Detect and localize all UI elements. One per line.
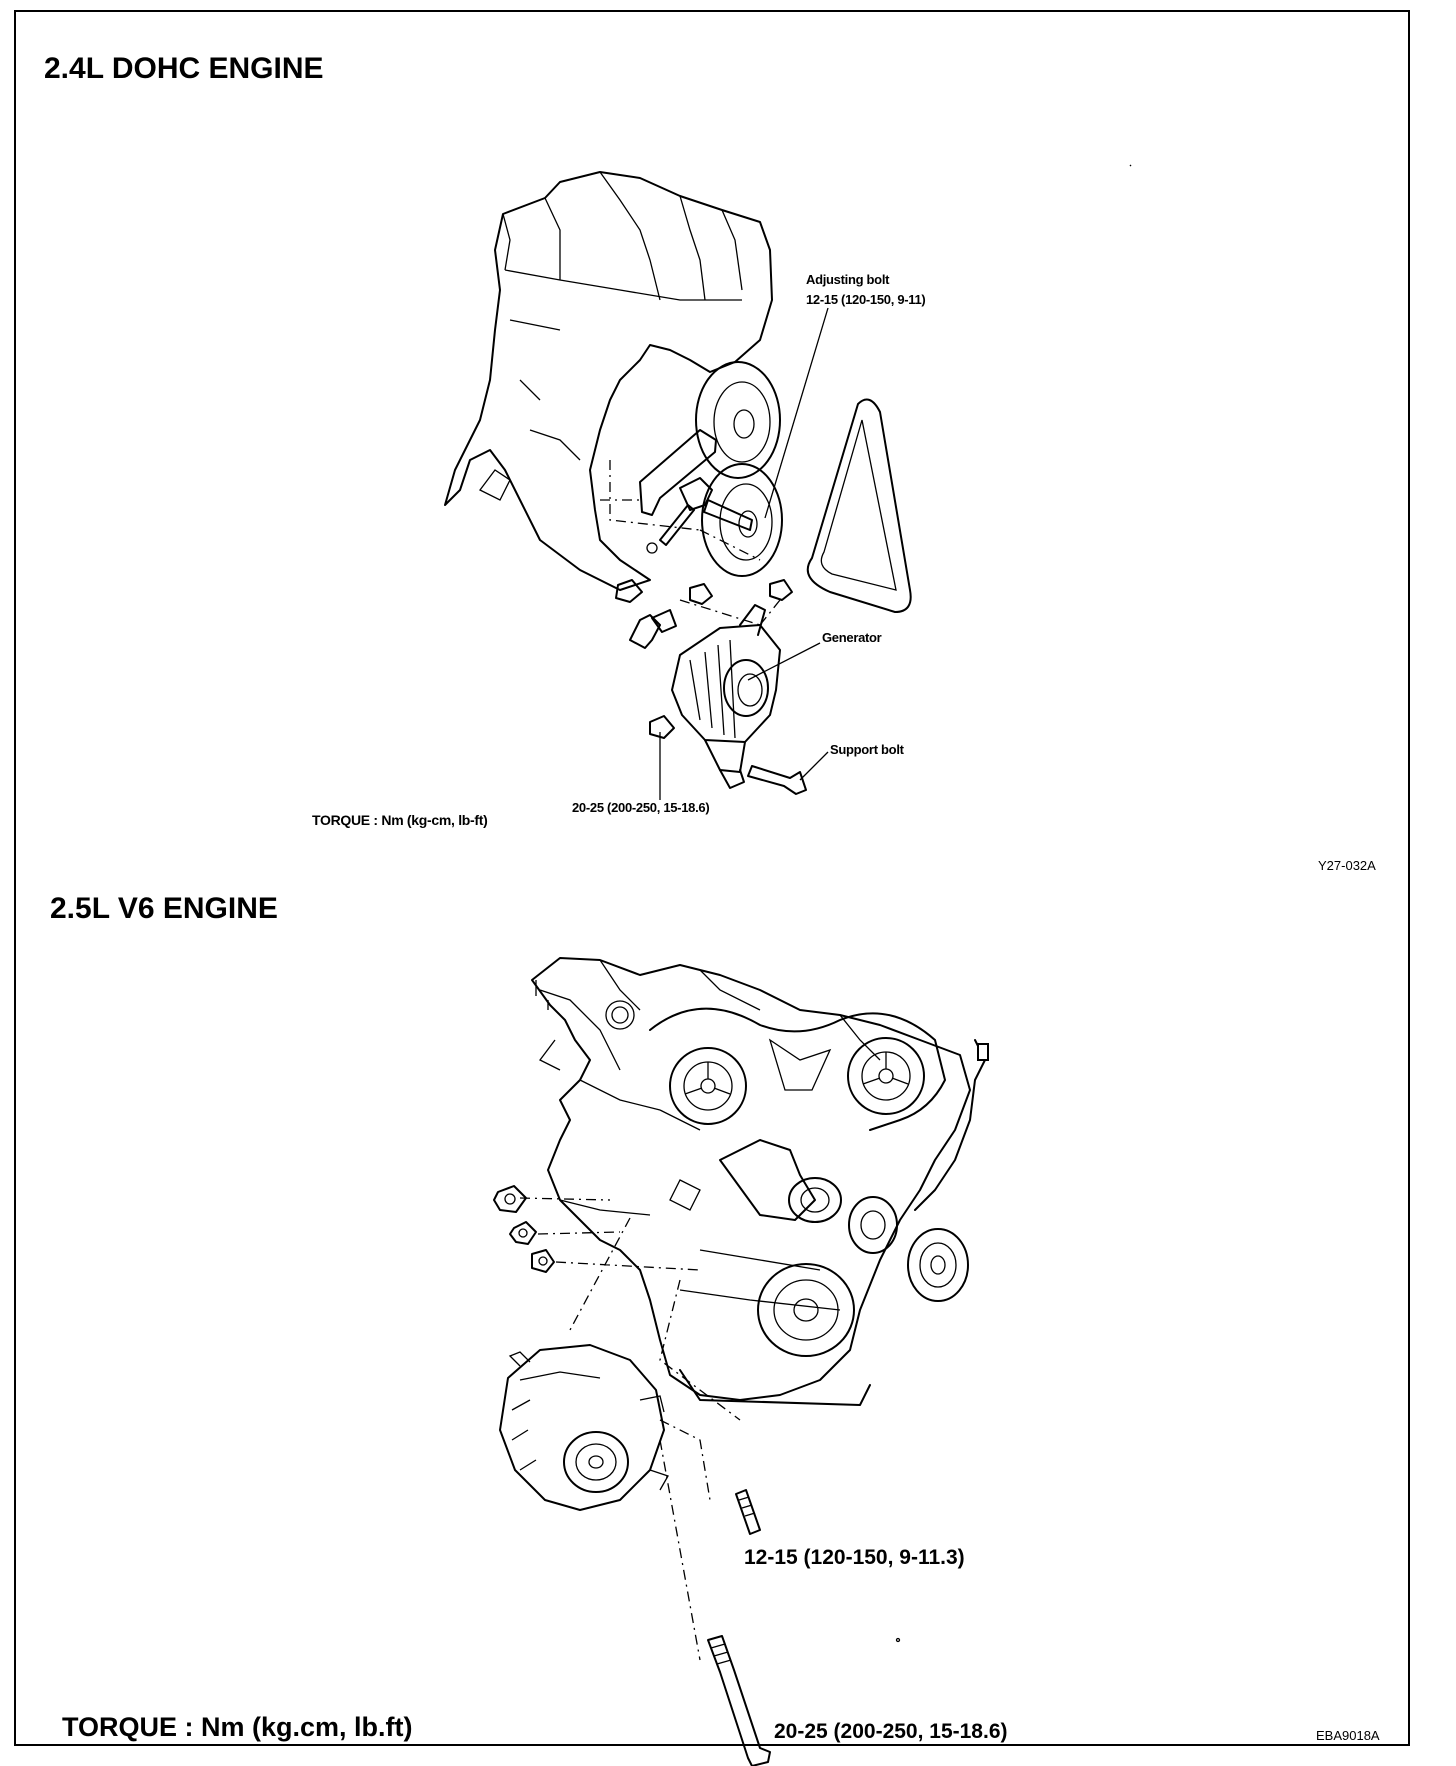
v6-upper-bolt: [735, 1489, 761, 1535]
dohc-support-nut: [649, 715, 675, 739]
dohc-pulleys: [695, 361, 783, 577]
dohc-nuts: [615, 579, 793, 649]
label-adjusting-bolt: Adjusting bolt: [806, 272, 890, 287]
v6-generator: [499, 1344, 669, 1511]
dohc-engine-block: [444, 171, 773, 591]
v6-crank-pulleys: [669, 1139, 969, 1357]
label-lower-bolt-torque: 20-25 (200-250, 15-18.6): [774, 1720, 1008, 1743]
v6-lower-bolt: [707, 1635, 771, 1766]
dohc-support-bolt: [747, 765, 807, 795]
v6-alignment-lines: [519, 1197, 741, 1661]
dohc-generator: [671, 599, 781, 789]
label-adjusting-torque: 12-15 (120-150, 9-11): [806, 292, 926, 307]
v6-oil-pan: [679, 1369, 871, 1406]
v6-camshaft-pulleys: [649, 1007, 989, 1211]
figure-code-dohc: Y27-032A: [1318, 858, 1376, 873]
dohc-adjusting-bracket: [600, 429, 761, 561]
heading-v6: 2.5L V6 ENGINE: [50, 892, 278, 925]
v6-engine-block: [531, 957, 971, 1401]
figure-code-v6: EBA9018A: [1316, 1728, 1380, 1743]
label-generator: Generator: [822, 630, 882, 645]
page-border: [14, 10, 1410, 1746]
heading-dohc: 2.4L DOHC ENGINE: [44, 52, 324, 85]
label-upper-bolt-torque: 12-15 (120-150, 9-11.3): [744, 1546, 965, 1569]
label-support-torque: 20-25 (200-250, 15-18.6): [572, 800, 710, 815]
v6-nuts: [493, 1185, 555, 1273]
label-torque-unit-dohc: TORQUE : Nm (kg-cm, lb-ft): [312, 812, 488, 828]
label-torque-unit-v6: TORQUE : Nm (kg.cm, lb.ft): [62, 1712, 413, 1742]
dohc-drive-belt: [806, 398, 912, 613]
label-support-bolt: Support bolt: [830, 742, 904, 757]
